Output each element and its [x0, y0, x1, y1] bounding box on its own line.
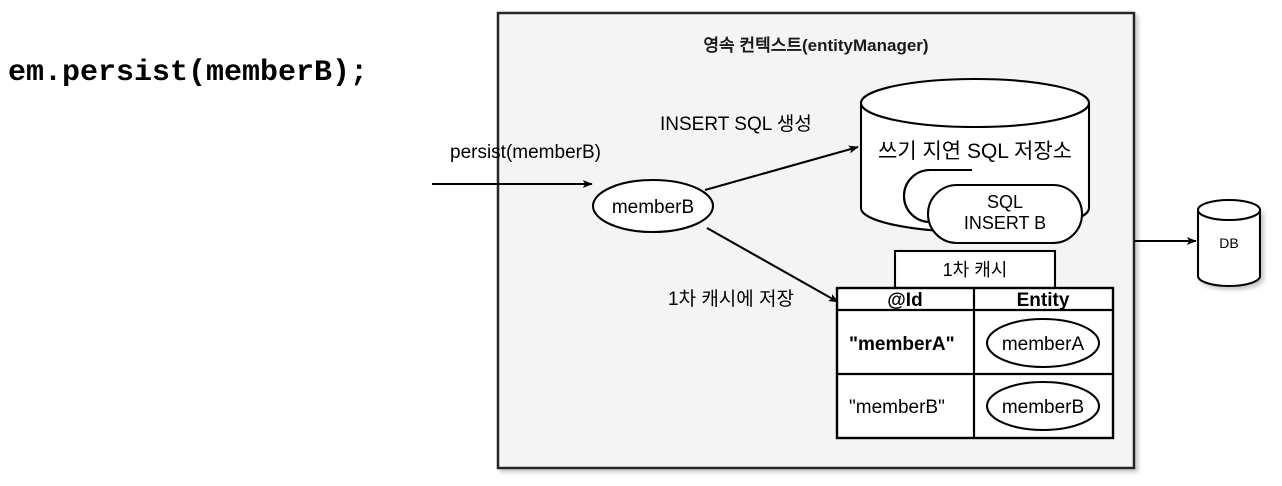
first-cache-table: 1차 캐시 @Id Entity "memberA" memberA "memb… [835, 249, 1115, 440]
first-cache-arrow-label: 1차 캐시에 저장 [668, 288, 794, 310]
table-row: "memberA" memberA [849, 317, 1101, 369]
first-cache-row0-id: "memberA" [849, 334, 955, 355]
code-snippet-text: em.persist(memberB); [8, 56, 368, 90]
sql-store-title: 쓰기 지연 SQL 저장소 [878, 140, 1072, 163]
memberb-ellipse [591, 178, 715, 234]
first-cache-row1-entity-label: memberB [1002, 397, 1084, 418]
sql-insert-b-line2: INSERT B [964, 213, 1046, 233]
database-cylinder-body [1196, 208, 1262, 288]
sql-store-cylinder-top [859, 77, 1091, 129]
context-box-title: 영속 컨텍스트(entityManager) [703, 36, 928, 55]
first-cache-tab [893, 249, 1057, 290]
first-cache-arrow: 1차 캐시에 저장 [668, 227, 839, 310]
table-row: "memberB" memberB [849, 380, 1101, 432]
insert-sql-arrow-line [704, 145, 859, 192]
database-label: DB [1219, 235, 1238, 251]
sql-insert-b-pill-shape [926, 183, 1084, 245]
persist-arrow: persist(memberB) [432, 142, 601, 188]
sql-store-cylinder: 쓰기 지연 SQL 저장소 SQL INSERT B [859, 77, 1091, 245]
database-cylinder: DB [1196, 198, 1262, 288]
sql-insert-a-pill-outline [902, 168, 972, 224]
persist-arrow-label: persist(memberB) [450, 142, 601, 163]
first-cache-row1-entity-ellipse [985, 380, 1101, 432]
first-cache-col-entity: Entity [1017, 290, 1070, 311]
first-cache-row1-id: "memberB" [849, 397, 945, 418]
first-cache-tab-label: 1차 캐시 [943, 260, 1008, 280]
database-cylinder-top [1196, 198, 1262, 222]
sql-insert-b-line1: SQL [987, 192, 1023, 212]
first-cache-arrow-line [706, 227, 839, 303]
insert-sql-arrow-label: INSERT SQL 생성 [660, 113, 812, 135]
first-cache-row0-entity-label: memberA [1002, 334, 1085, 355]
first-cache-col-id: @Id [887, 290, 922, 311]
memberb-ellipse-label: memberB [612, 197, 694, 218]
memberb-entity-node: memberB [591, 178, 715, 234]
first-cache-row0-entity-ellipse [985, 317, 1101, 369]
sql-insert-b-pill: SQL INSERT B [926, 183, 1084, 245]
insert-sql-arrow: INSERT SQL 생성 [660, 113, 859, 192]
